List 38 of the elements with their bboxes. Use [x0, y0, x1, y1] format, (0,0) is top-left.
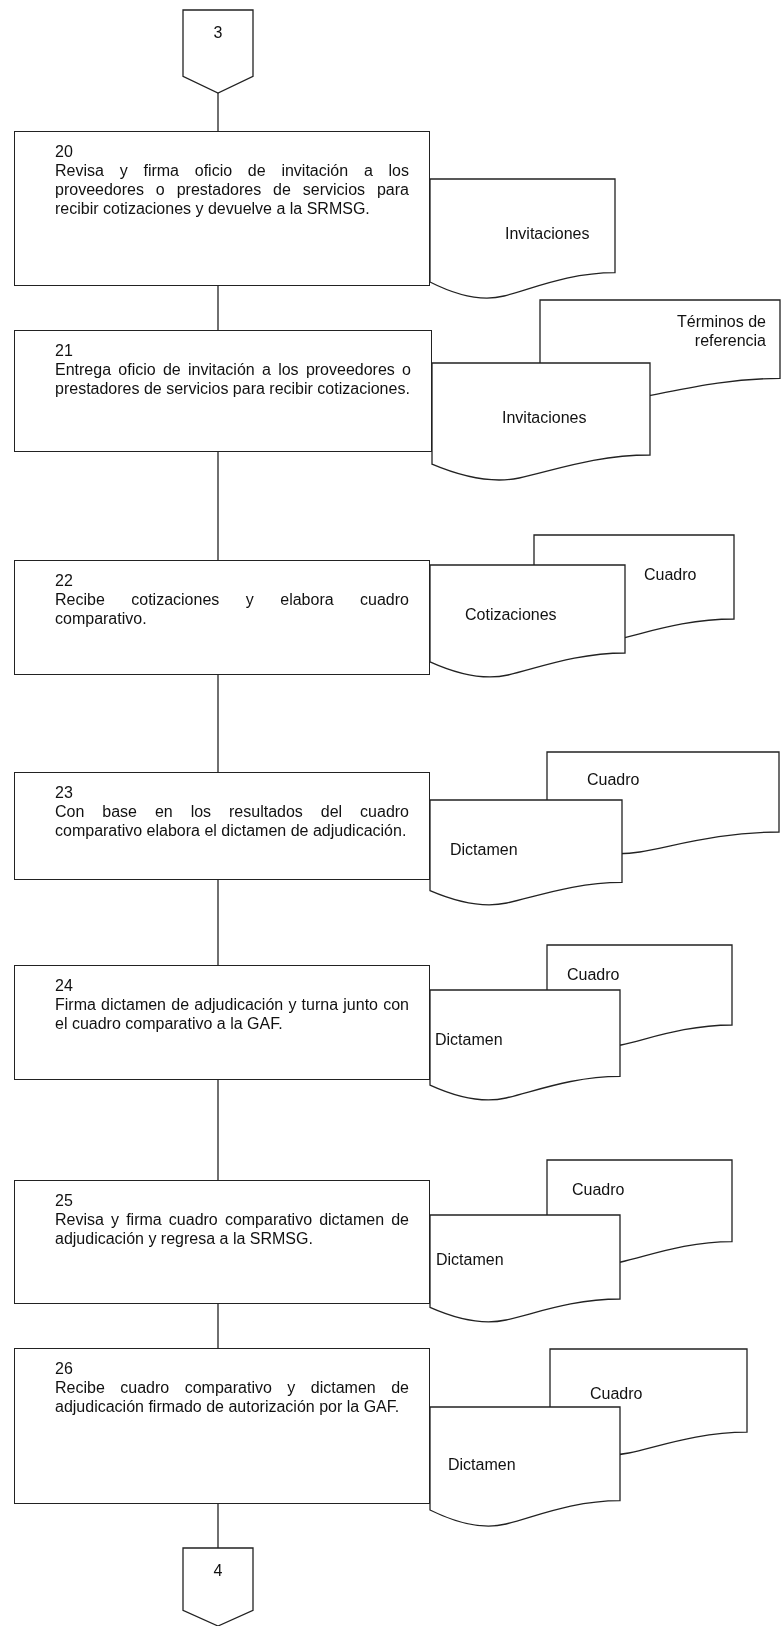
document-label: Cuadro: [590, 1384, 643, 1403]
document-label: Cotizaciones: [465, 605, 557, 624]
step-description: Con base en los resultados del cuadro comparativo elabora el dictamen de adjudicación.: [55, 802, 409, 840]
step-number: 22: [55, 571, 74, 590]
step-description: Firma dictamen de adjudicación y turna junto con el cuadro comparativo a la GAF.: [55, 995, 409, 1033]
document-label: Términos de referencia: [676, 312, 766, 350]
connector-line: [217, 1079, 219, 1181]
document-label: Cuadro: [587, 770, 640, 789]
step-number: 24: [55, 976, 74, 995]
connector-line: [217, 285, 219, 331]
step-number: 21: [55, 341, 74, 360]
step-number: 25: [55, 1191, 74, 1210]
step-description: Revisa y firma cuadro comparativo dictamen de adjudicación y regresa a la SRMSG.: [55, 1210, 409, 1248]
document-label: Dictamen: [450, 840, 518, 859]
connector-line: [217, 879, 219, 966]
step-description: Revisa y firma oficio de invitación a los proveedores o prestadores de servicios para recibir cotizaciones y devuelve a la SRMSG.: [55, 161, 409, 218]
step-description: Recibe cotizaciones y elabora cuadro comparativo.: [55, 590, 409, 628]
document-label: Dictamen: [435, 1030, 503, 1049]
connector-line: [217, 1503, 219, 1549]
connector-line: [217, 1303, 219, 1349]
document-label: Invitaciones: [502, 408, 587, 427]
connector-line: [217, 451, 219, 561]
step-description: Recibe cuadro comparativo y dictamen de adjudicación firmado de autorización por la GAF.: [55, 1378, 409, 1416]
document-label: Dictamen: [448, 1455, 516, 1474]
document-label: Cuadro: [572, 1180, 625, 1199]
step-number: 23: [55, 783, 74, 802]
process-box: [14, 330, 432, 452]
connector-line: [217, 674, 219, 773]
document-label: Invitaciones: [505, 224, 590, 243]
document-label: Dictamen: [436, 1250, 504, 1269]
connector-number: 3: [212, 24, 224, 42]
step-description: Entrega oficio de invitación a los proveedores o prestadores de servicios para recibir cotizaciones.: [55, 360, 411, 398]
connector-number: 4: [212, 1562, 224, 1580]
document-label: Cuadro: [644, 565, 697, 584]
document-label: Cuadro: [567, 965, 620, 984]
step-number: 26: [55, 1359, 74, 1378]
step-number: 20: [55, 142, 74, 161]
connector-line: [217, 92, 219, 132]
